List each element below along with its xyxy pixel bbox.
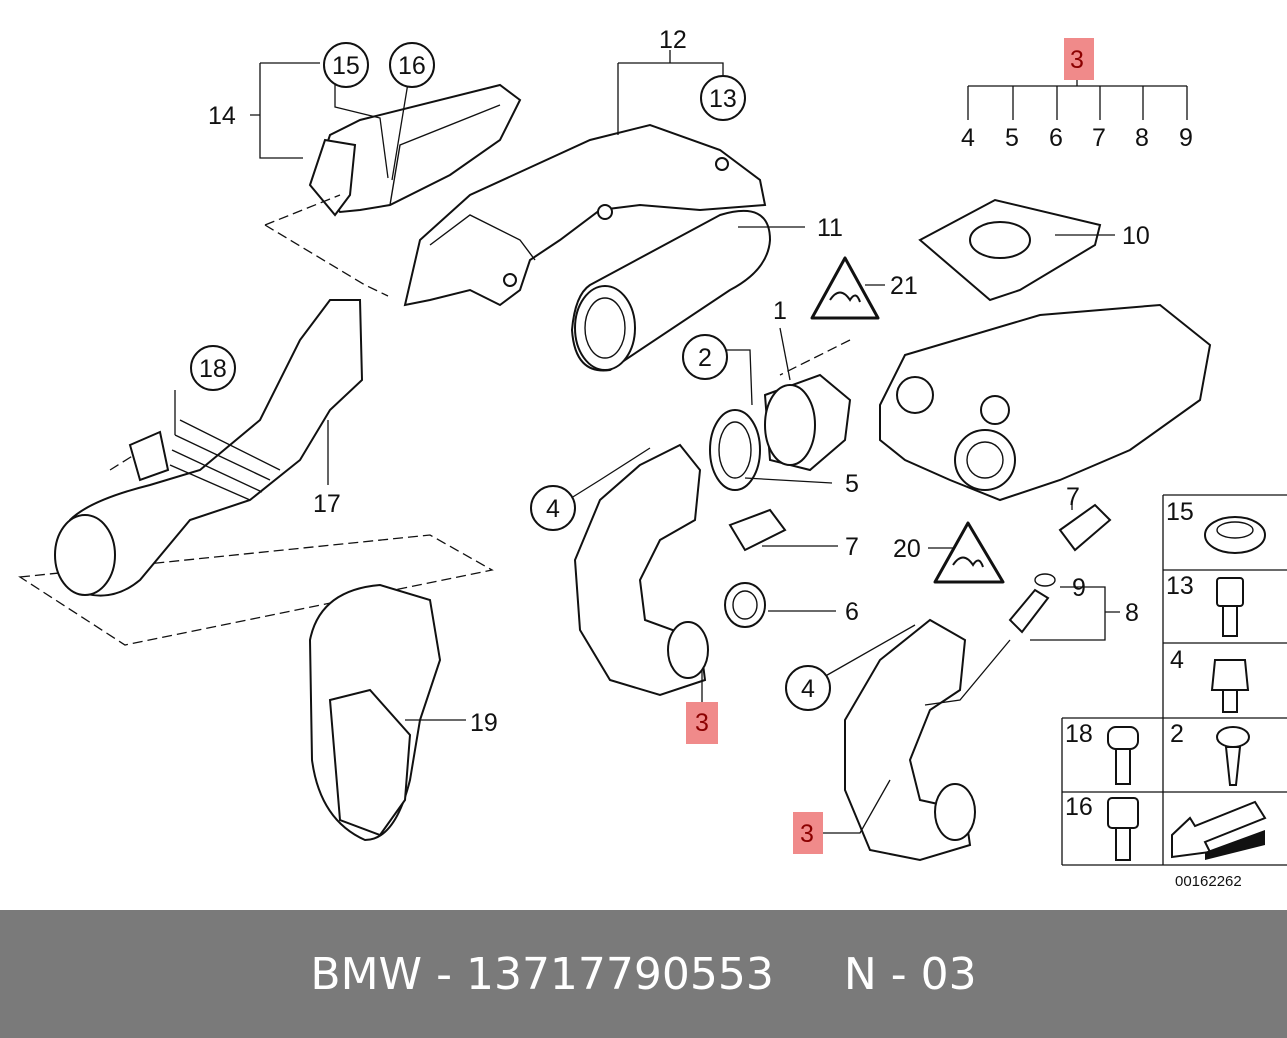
- filter-element: [570, 210, 772, 372]
- callout-1: 1: [773, 297, 787, 325]
- svg-text:9: 9: [1179, 124, 1193, 152]
- legend-bolt-13: 13: [1166, 572, 1244, 637]
- svg-text:5: 5: [1005, 124, 1019, 152]
- fastener-legend: [1061, 494, 1287, 866]
- svg-text:18: 18: [199, 355, 227, 383]
- cylinder-head-cover: [879, 303, 1212, 502]
- svg-text:00162262: 00162262: [1175, 873, 1242, 890]
- callout-3-bottom: 3: [793, 812, 823, 854]
- callout-16: 16: [389, 42, 435, 88]
- svg-text:11: 11: [817, 214, 843, 242]
- callout-9: 9: [1072, 574, 1086, 602]
- svg-text:5: 5: [845, 470, 859, 498]
- legend-arrow-icon: [1171, 800, 1267, 860]
- svg-text:14: 14: [208, 102, 236, 130]
- svg-text:4: 4: [1170, 646, 1184, 674]
- svg-text:2: 2: [1170, 720, 1184, 748]
- legend-bolt-18: 18: [1065, 720, 1139, 785]
- callout-8-top: 8: [1135, 124, 1149, 152]
- svg-text:16: 16: [1065, 793, 1093, 821]
- svg-text:18: 18: [1065, 720, 1093, 748]
- svg-text:6: 6: [845, 598, 859, 626]
- svg-text:20: 20: [893, 535, 921, 563]
- svg-text:21: 21: [890, 272, 918, 300]
- svg-text:13: 13: [709, 85, 737, 113]
- intake-hose-right: [844, 618, 976, 862]
- svg-text:3: 3: [695, 709, 709, 737]
- callout-3-mid: 3: [686, 702, 718, 744]
- air-filter-housing: [403, 123, 767, 307]
- svg-text:15: 15: [332, 52, 360, 80]
- callout-10: 10: [1122, 222, 1150, 250]
- svg-text:19: 19: [470, 709, 498, 737]
- svg-text:9: 9: [1072, 574, 1086, 602]
- callout-5: 5: [845, 470, 859, 498]
- callout-7-left: 7: [845, 533, 859, 561]
- svg-text:7: 7: [1066, 483, 1080, 511]
- svg-text:15: 15: [1166, 498, 1194, 526]
- callout-12: 12: [659, 26, 687, 54]
- part-number: 13717790553: [465, 948, 774, 1000]
- callout-3-top: 3: [1064, 38, 1094, 80]
- callout-17: 17: [313, 490, 341, 518]
- callout-20: 20: [893, 535, 921, 563]
- svg-text:16: 16: [398, 52, 426, 80]
- callout-15: 15: [323, 42, 369, 88]
- parts-diagram: 12 13 15 16 14 11 3 4 5 6 7 8 9 10 21 1 …: [18, 26, 1287, 890]
- svg-text:1: 1: [773, 297, 787, 325]
- warning-triangle-21: [810, 256, 880, 320]
- air-mass-meter: [709, 373, 852, 491]
- reference-number: 00162262: [1175, 873, 1242, 890]
- callout-8: 8: [1125, 599, 1139, 627]
- svg-text:7: 7: [1092, 124, 1106, 152]
- callout-7-right: 7: [1066, 483, 1080, 511]
- svg-text:17: 17: [313, 490, 341, 518]
- intake-snorkel: [308, 83, 522, 217]
- leader-lines: [174, 50, 1188, 834]
- callout-19: 19: [470, 709, 498, 737]
- callout-7-top: 7: [1092, 124, 1106, 152]
- brand-label: BMW: [310, 948, 423, 1000]
- callout-4-right: 4: [785, 665, 831, 711]
- svg-text:4: 4: [546, 495, 560, 523]
- callout-14: 14: [208, 102, 236, 130]
- svg-text:7: 7: [845, 533, 859, 561]
- cover-plate: [918, 198, 1102, 302]
- callout-2: 2: [682, 334, 728, 380]
- callout-11: 11: [817, 214, 843, 242]
- svg-text:8: 8: [1125, 599, 1139, 627]
- small-parts: [724, 503, 1112, 634]
- svg-text:3: 3: [800, 820, 814, 848]
- svg-text:10: 10: [1122, 222, 1150, 250]
- legend-bolt-4: 4: [1170, 646, 1250, 713]
- callout-4-top: 4: [961, 124, 975, 152]
- svg-text:12: 12: [659, 26, 687, 54]
- svg-text:2: 2: [698, 344, 712, 372]
- warning-triangle-20: [933, 521, 1005, 584]
- svg-text:3: 3: [1070, 46, 1084, 74]
- intake-duct: [54, 299, 364, 597]
- callout-4-left: 4: [530, 485, 576, 531]
- callout-18: 18: [190, 345, 236, 391]
- legend-screw-2: 2: [1170, 720, 1250, 786]
- callout-9-top: 9: [1179, 124, 1193, 152]
- svg-text:13: 13: [1166, 572, 1194, 600]
- svg-text:4: 4: [961, 124, 975, 152]
- callout-13: 13: [700, 75, 746, 121]
- callout-6-top: 6: [1049, 124, 1063, 152]
- svg-text:6: 6: [1049, 124, 1063, 152]
- diagram-code: N - 03: [843, 948, 977, 1000]
- legend-washer-15: 15: [1166, 498, 1266, 554]
- lower-intake-duct: [308, 583, 442, 842]
- separator: -: [436, 948, 452, 1000]
- svg-text:4: 4: [801, 675, 815, 703]
- intake-hose-left: [573, 443, 709, 697]
- svg-text:8: 8: [1135, 124, 1149, 152]
- legend-bolt-16: 16: [1065, 793, 1139, 861]
- callout-5-top: 5: [1005, 124, 1019, 152]
- callout-6: 6: [845, 598, 859, 626]
- part-footer: BMW - 13717790553 N - 03: [0, 910, 1287, 1038]
- callout-21: 21: [890, 272, 918, 300]
